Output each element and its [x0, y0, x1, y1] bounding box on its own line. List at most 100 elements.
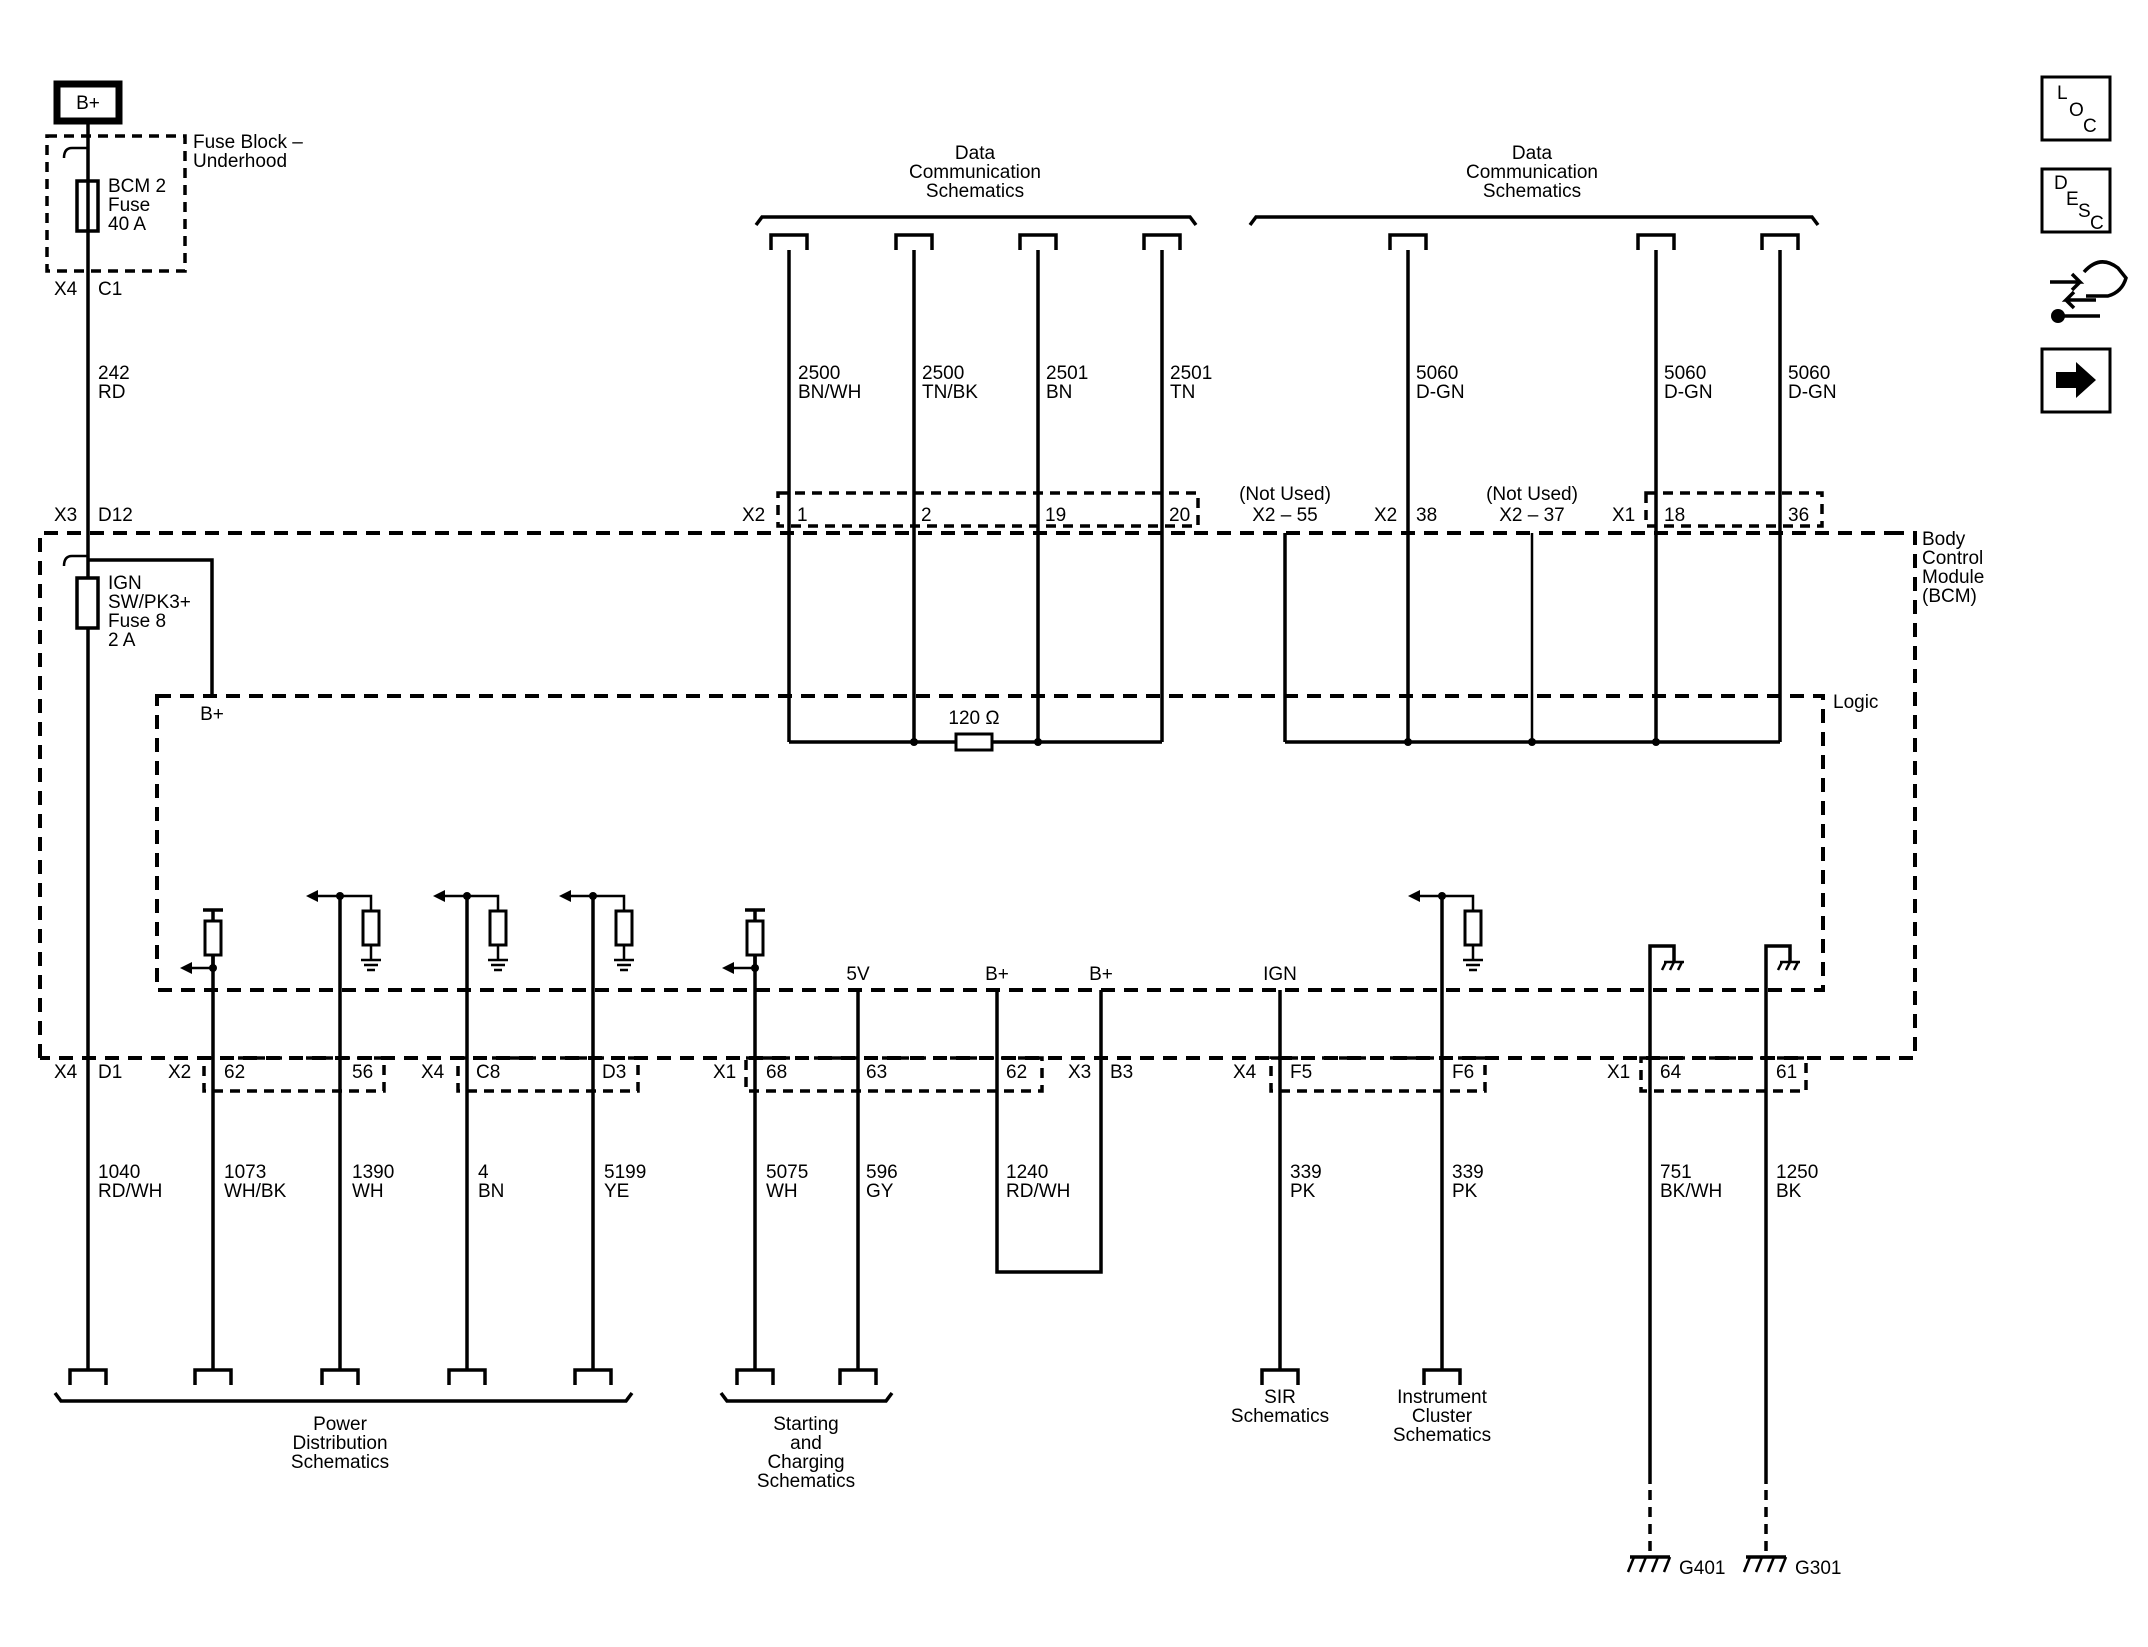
bottom-pin-63: 63 — [866, 1062, 887, 1083]
bottom-pin-d3: D3 — [602, 1062, 626, 1083]
data-comm-2-line2: Communication — [1466, 162, 1598, 183]
top-terminals — [769, 233, 1800, 250]
ground-g301-label: G301 — [1795, 1558, 1841, 1579]
data-comm-2-line1: Data — [1512, 143, 1553, 164]
loc-icon-c: C — [2083, 116, 2097, 137]
dest-power-distribution: Power Distribution Schematics — [53, 1391, 634, 1473]
not-used-label-2: (Not Used) — [1486, 484, 1578, 505]
bcm-module: Body Control Module (BCM) X3 D12 IGN SW/… — [38, 505, 1984, 1060]
top-wire-2-circuit: 2500 — [922, 363, 964, 384]
top-pin-2: 2 — [921, 505, 932, 526]
bcm-title-4: (BCM) — [1922, 586, 1977, 607]
dest-sir: SIR Schematics — [1231, 1387, 1329, 1427]
supply-bplus-2: B+ — [1089, 964, 1113, 985]
fuse-block-pin: C1 — [98, 279, 122, 300]
bottom-pin-f6: F6 — [1452, 1062, 1474, 1083]
desc-icon-d: D — [2054, 173, 2068, 194]
bcm-title-3: Module — [1922, 567, 1984, 588]
bcm-feed-pin: D12 — [98, 505, 133, 526]
bottom-wire-11-color: BK/WH — [1660, 1181, 1722, 1202]
bottom-wire-8-circuit: 1240 — [1006, 1162, 1048, 1183]
top-wire-3-color: BN — [1046, 382, 1072, 403]
loc-icon[interactable]: L O C — [2040, 75, 2112, 142]
top-wire-7-circuit: 5060 — [1788, 363, 1830, 384]
dest-power-1: Power — [313, 1414, 368, 1435]
top-wire-4-color: TN — [1170, 382, 1195, 403]
not-used-label-1: (Not Used) — [1239, 484, 1331, 505]
dest-starting-charging: Starting and Charging Schematics — [719, 1391, 894, 1492]
top-wire-2-color: TN/BK — [922, 382, 978, 403]
dest-ic-2: Cluster — [1412, 1406, 1473, 1427]
power-source-label: B+ — [76, 93, 100, 114]
bottom-terminals — [68, 1368, 1462, 1385]
logic-bplus: B+ — [200, 704, 224, 725]
fuse-block-title-2: Underhood — [193, 151, 287, 172]
bottom-pin-f5: F5 — [1290, 1062, 1312, 1083]
resistor-label: 120 Ω — [948, 708, 999, 729]
top-wire-5-color: D-GN — [1416, 382, 1465, 403]
driver-1390 — [306, 890, 381, 1370]
driver-596: 5V — [846, 964, 870, 1370]
data-comm-group-1: Data Communication Schematics — [754, 143, 1198, 227]
ign-fuse-label-3: Fuse 8 — [108, 611, 166, 632]
bottom-wire-7-circuit: 596 — [866, 1162, 898, 1183]
connector-repair-icon[interactable] — [2050, 260, 2128, 323]
fuse-block-connector: X4 — [54, 279, 78, 300]
bottom-wire-2-circuit: 1073 — [224, 1162, 266, 1183]
dest-power-2: Distribution — [292, 1433, 387, 1454]
fuse-block-underhood: Fuse Block – Underhood BCM 2 Fuse 40 A X… — [45, 132, 303, 300]
ground-1250 — [1764, 944, 1800, 1484]
bcm-title-2: Control — [1922, 548, 1983, 569]
dest-sir-1: SIR — [1264, 1387, 1296, 1408]
data-comm-2-line3: Schematics — [1483, 181, 1581, 202]
terminating-resistor — [954, 732, 994, 752]
bottom-wire-7-color: GY — [866, 1181, 894, 1202]
bottom-wire-2-color: WH/BK — [224, 1181, 287, 1202]
ign-fuse-8 — [75, 576, 100, 630]
bottom-conn-x3: X3 — [1068, 1062, 1091, 1083]
top-wire-7-color: D-GN — [1788, 382, 1837, 403]
data-comm-1-line2: Communication — [909, 162, 1041, 183]
bottom-pin-d1: D1 — [98, 1062, 122, 1083]
top-wires: 120 Ω — [787, 250, 1782, 752]
driver-5075 — [722, 908, 765, 1370]
bottom-wire-5-color: YE — [604, 1181, 629, 1202]
dest-ic-1: Instrument — [1397, 1387, 1487, 1408]
ign-fuse-label-4: 2 A — [108, 630, 136, 651]
fuse-block-title-1: Fuse Block – — [193, 132, 303, 153]
dest-start-1: Starting — [773, 1414, 838, 1435]
driver-339-ic — [1408, 890, 1483, 1370]
dest-power-3: Schematics — [291, 1452, 389, 1473]
top-conn-x1: X1 — [1612, 505, 1635, 526]
bottom-conn-x4c: X4 — [1233, 1062, 1257, 1083]
bottom-wire-12-circuit: 1250 — [1776, 1162, 1818, 1183]
ground-751 — [1648, 944, 1684, 1484]
bottom-wire-6-circuit: 5075 — [766, 1162, 808, 1183]
loc-icon-o: O — [2069, 100, 2084, 121]
bottom-conn-x4a: X4 — [54, 1062, 78, 1083]
data-comm-group-2: Data Communication Schematics — [1248, 143, 1820, 227]
bottom-connectors: X4 D1 X2 62 56 X4 C8 D3 X1 68 63 62 X3 B… — [54, 1056, 1808, 1093]
driver-339-sir: IGN — [1263, 964, 1297, 1370]
bottom-wire-3-circuit: 1390 — [352, 1162, 394, 1183]
bcm2-fuse-label-2: Fuse — [108, 195, 150, 216]
desc-icon[interactable]: D E S C — [2040, 167, 2112, 234]
ground-g401: G401 — [1626, 1490, 1725, 1579]
bottom-conn-x1a: X1 — [713, 1062, 736, 1083]
feed-wire-circuit: 242 — [98, 363, 130, 384]
desc-icon-c: C — [2090, 213, 2104, 234]
not-used-pin-1: X2 – 55 — [1252, 505, 1318, 526]
bottom-wire-5-circuit: 5199 — [604, 1162, 646, 1183]
top-pin-36: 36 — [1788, 505, 1809, 526]
bottom-wire-10-circuit: 339 — [1452, 1162, 1484, 1183]
bottom-wire-9-color: PK — [1290, 1181, 1316, 1202]
supply-ign: IGN — [1263, 964, 1297, 985]
dest-start-2: and — [790, 1433, 822, 1454]
bcm2-fuse-label-3: 40 A — [108, 214, 146, 235]
not-used-pin-2: X2 – 37 — [1499, 505, 1565, 526]
next-arrow-icon[interactable] — [2040, 347, 2112, 414]
bottom-wire-1-circuit: 1040 — [98, 1162, 140, 1183]
top-wire-labels: 2500 BN/WH 2500 TN/BK 2501 BN 2501 TN 50… — [798, 363, 1837, 403]
feed-wire-color: RD — [98, 382, 125, 403]
